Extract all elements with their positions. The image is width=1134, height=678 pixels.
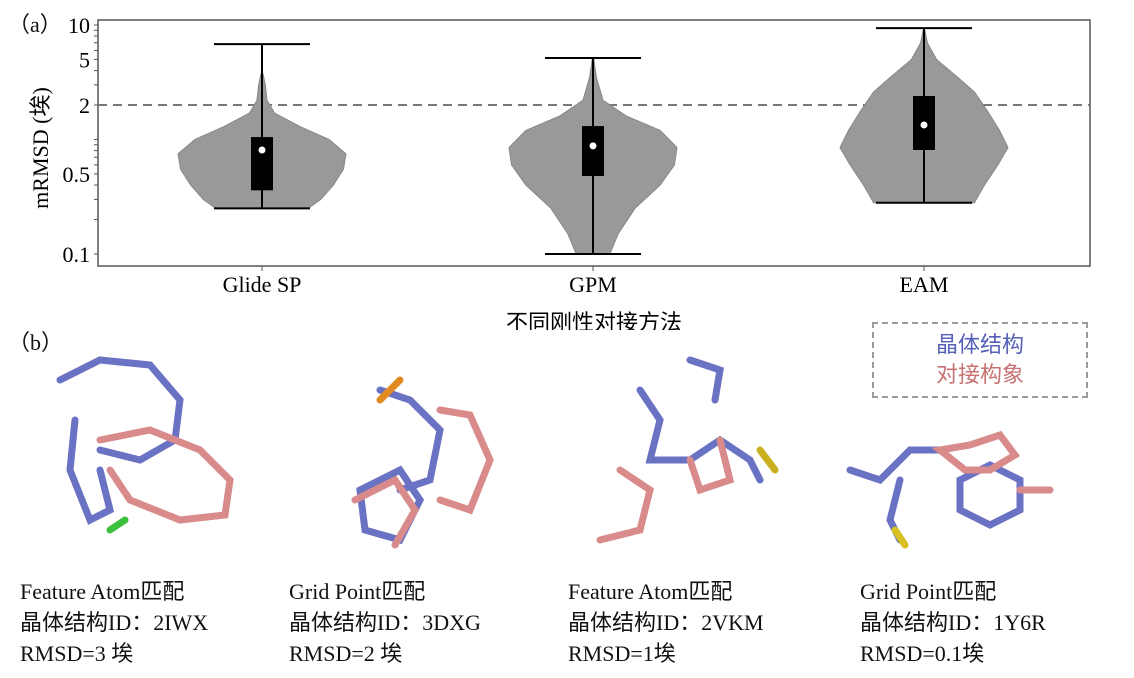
x-tick-label: Glide SP: [223, 272, 302, 297]
y-axis-label: mRMSD (埃): [28, 87, 53, 209]
median-point: [920, 121, 928, 129]
molecule-1y6r: [846, 430, 1054, 549]
y-tick-label: 0.5: [63, 162, 91, 187]
x-tick-label: EAM: [900, 272, 949, 297]
y-tick-label: 0.1: [63, 242, 91, 267]
example-rmsd: RMSD=1埃: [568, 641, 676, 666]
violin-chart: 0.1 0.5 2 5 10 mRMSD (埃) 不同刚性对接方法 Glide SP GPM EA…: [28, 13, 1091, 330]
x-tick-label: GPM: [569, 272, 617, 297]
molecule-3dxg: [351, 376, 494, 549]
plot-frame: [97, 19, 1091, 267]
example-id: 晶体结构ID：1Y6R: [860, 610, 1046, 635]
example-method: Feature Atom匹配: [568, 579, 733, 604]
example-rmsd: RMSD=2 埃: [289, 641, 403, 666]
iqr-box: [582, 126, 604, 176]
y-tick-label: 5: [79, 47, 90, 72]
example-method: Grid Point匹配: [860, 579, 997, 604]
median-point: [258, 146, 266, 154]
legend-crystal: 晶体结构: [935, 332, 1024, 357]
median-point: [589, 142, 597, 150]
example-caption: Feature Atom匹配 晶体结构ID：2VKM RMSD=1埃: [568, 576, 764, 669]
molecule-2iwx: [56, 356, 234, 534]
legend-docked: 对接构象: [935, 362, 1024, 387]
molecule-2vkm: [596, 356, 779, 544]
example-id: 晶体结构ID：2VKM: [568, 610, 764, 635]
example-rmsd: RMSD=3 埃: [20, 641, 134, 666]
panel-a-label: （a）: [8, 12, 62, 37]
example-caption: Grid Point匹配 晶体结构ID：3DXG RMSD=2 埃: [289, 576, 481, 669]
y-tick-label: 10: [68, 13, 90, 38]
example-id: 晶体结构ID：2IWX: [20, 610, 209, 635]
panel-b-label: （b）: [8, 330, 64, 355]
y-tick-label: 2: [79, 93, 90, 118]
example-caption: Grid Point匹配 晶体结构ID：1Y6R RMSD=0.1埃: [860, 576, 1046, 669]
x-axis-label: 不同刚性对接方法: [506, 310, 682, 330]
example-rmsd: RMSD=0.1埃: [860, 641, 985, 666]
example-caption: Feature Atom匹配 晶体结构ID：2IWX RMSD=3 埃: [20, 576, 208, 669]
legend: 晶体结构 对接构象: [872, 322, 1088, 398]
example-id: 晶体结构ID：3DXG: [289, 610, 481, 635]
molecule-images: [56, 356, 1054, 549]
iqr-box: [251, 137, 273, 191]
example-method: Feature Atom匹配: [20, 579, 185, 604]
example-method: Grid Point匹配: [289, 579, 426, 604]
